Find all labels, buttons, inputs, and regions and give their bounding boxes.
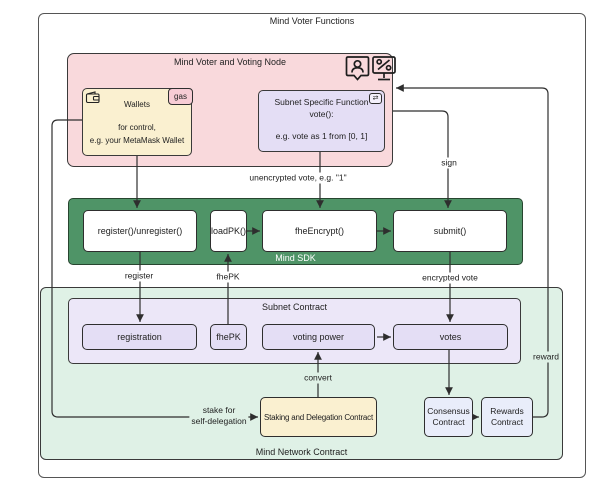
sdk-submit-node: submit() — [393, 210, 507, 252]
sdk-loadpk-node: loadPK() — [210, 210, 247, 252]
rewards-contract-node: Rewards Contract — [481, 397, 533, 437]
sdk-register-node: register()/unregister() — [83, 210, 197, 252]
edge-label-reward: reward — [531, 351, 561, 363]
staking-delegation-label: Staking and Delegation Contract — [264, 412, 373, 422]
percent-monitor-icon — [372, 56, 396, 81]
edge-label-fhepk: fhePK — [214, 271, 242, 283]
wallets-line2: e.g. your MetaMask Wallet — [89, 136, 185, 145]
edge-label-unencrypted-vote: unencrypted vote, e.g. "1" — [247, 172, 349, 184]
voting-power-node: voting power — [262, 324, 375, 350]
network-contract-title: Mind Network Contract — [255, 447, 348, 457]
consensus-contract-label: Consensus Contract — [427, 406, 470, 427]
votes-label: votes — [439, 331, 462, 342]
sdk-fheencrypt-label: fheEncrypt() — [294, 225, 345, 236]
wallet-icon — [85, 91, 100, 104]
edge-label-stake-line1: stake for — [202, 405, 236, 415]
gas-badge-label: gas — [174, 92, 187, 101]
voter-node-title: Mind Voter and Voting Node — [173, 57, 287, 67]
user-badge-icon — [345, 56, 370, 81]
consensus-contract-node: Consensus Contract — [424, 397, 473, 437]
subnet-fn-line2: vote(): — [309, 109, 334, 119]
sdk-submit-label: submit() — [433, 225, 467, 236]
wallets-title: Wallets — [124, 100, 150, 109]
edge-label-encrypted-vote: encrypted vote — [420, 272, 480, 284]
subnet-function-node: Subnet Specific Function vote(): e.g. vo… — [258, 90, 385, 152]
edge-label-stake: stake for self-delegation — [189, 405, 249, 427]
edge-label-register: register — [122, 270, 156, 282]
rewards-contract-label: Rewards Contract — [490, 406, 524, 427]
wallets-node: Wallets for control, e.g. your MetaMask … — [82, 88, 193, 156]
sdk-register-label: register()/unregister() — [97, 225, 183, 236]
registration-label: registration — [117, 331, 162, 342]
subnet-fn-line1: Subnet Specific Function — [274, 97, 369, 107]
swap-icon: ⇄ — [369, 93, 382, 104]
fhepk-node: fhePK — [210, 324, 247, 350]
edge-label-stake-line2: self-delegation — [191, 416, 247, 426]
edge-label-sign: sign — [439, 157, 459, 169]
staking-delegation-node: Staking and Delegation Contract — [260, 397, 377, 437]
sdk-title: Mind SDK — [275, 253, 316, 263]
subnet-fn-line3: e.g. vote as 1 from [0, 1] — [275, 131, 368, 141]
wallets-line1: for control, — [118, 123, 156, 132]
edge-label-convert: convert — [302, 372, 334, 384]
registration-node: registration — [82, 324, 197, 350]
fhepk-label: fhePK — [216, 331, 241, 342]
subnet-contract-title: Subnet Contract — [261, 302, 328, 312]
sdk-fheencrypt-node: fheEncrypt() — [262, 210, 377, 252]
diagram-outer-frame — [38, 13, 586, 478]
sdk-loadpk-label: loadPK() — [211, 225, 247, 236]
voting-power-label: voting power — [292, 331, 345, 342]
votes-node: votes — [393, 324, 508, 350]
diagram-title: Mind Voter Functions — [269, 16, 355, 26]
gas-badge: gas — [168, 88, 193, 105]
